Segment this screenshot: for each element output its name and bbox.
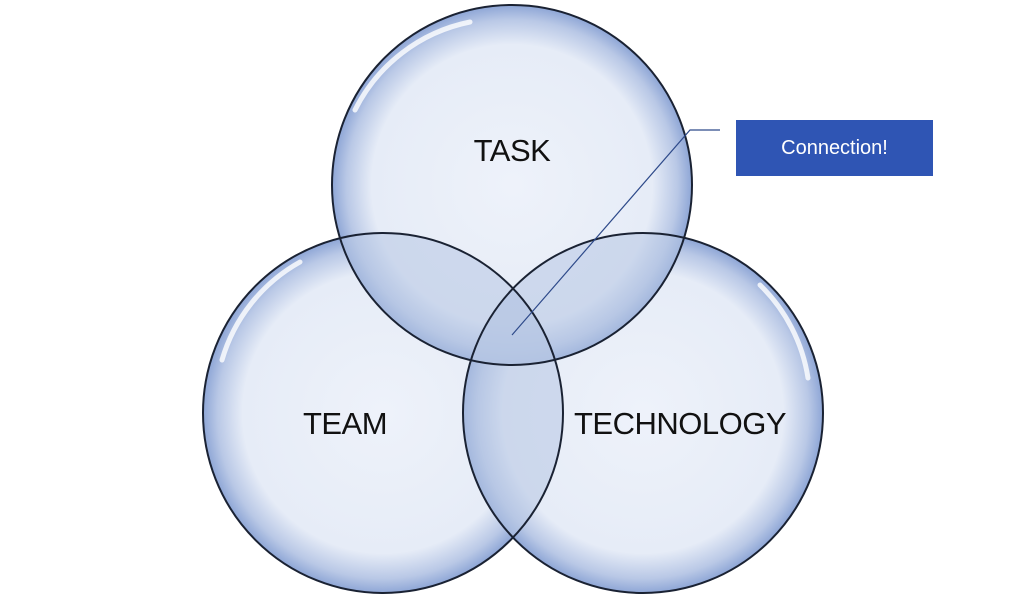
callout-text: Connection! (781, 136, 888, 159)
overlap-task-team (332, 233, 563, 365)
outline-task (331, 4, 693, 366)
label-task: TASK (474, 133, 551, 168)
callout-leader-line (511, 129, 720, 336)
highlight-technology (757, 282, 811, 381)
label-team: TEAM (303, 406, 387, 441)
highlight-team (219, 259, 303, 363)
overlap-task-technology (463, 233, 692, 365)
label-technology: TECHNOLOGY (574, 406, 786, 441)
outline-technology (462, 232, 824, 594)
outline-team (202, 232, 564, 594)
callout-box: Connection! (736, 120, 933, 176)
highlight-task (352, 19, 473, 113)
